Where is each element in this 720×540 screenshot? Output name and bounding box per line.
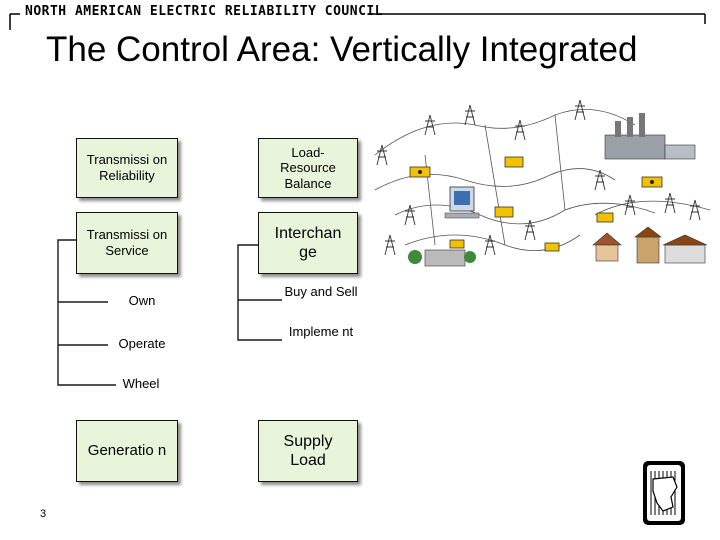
load-resource-balance-label: Load- Resource Balance [280, 144, 336, 191]
interchange-box: Interchan ge [258, 212, 358, 274]
buy-and-sell-label: Buy and Sell [284, 284, 358, 299]
nerc-logo-icon [643, 461, 685, 525]
implement-label: Impleme nt [288, 324, 354, 339]
load-resource-balance-box: Load- Resource Balance [258, 138, 358, 198]
transmission-service-label: Transmissi on Service [86, 227, 168, 258]
supply-load-label: Supply Load [283, 432, 333, 469]
transmission-reliability-box: Transmissi on Reliability [76, 138, 178, 198]
interchange-label: Interchan ge [274, 224, 342, 261]
own-label: Own [128, 293, 156, 308]
org-name: NORTH AMERICAN ELECTRIC RELIABILITY COUN… [25, 4, 384, 19]
supply-load-box: Supply Load [258, 420, 358, 482]
wheel-label: Wheel [122, 376, 160, 391]
power-grid-illustration [374, 99, 711, 267]
transmission-reliability-label: Transmissi on Reliability [86, 152, 168, 183]
operate-label: Operate [118, 336, 166, 351]
page-number: 3 [40, 508, 47, 520]
header-rule [9, 13, 706, 30]
slide-title: The Control Area: Vertically Integrated [46, 30, 638, 69]
generation-label: Generatio n [87, 442, 167, 459]
generation-box: Generatio n [76, 420, 178, 482]
transmission-service-box: Transmissi on Service [76, 212, 178, 274]
